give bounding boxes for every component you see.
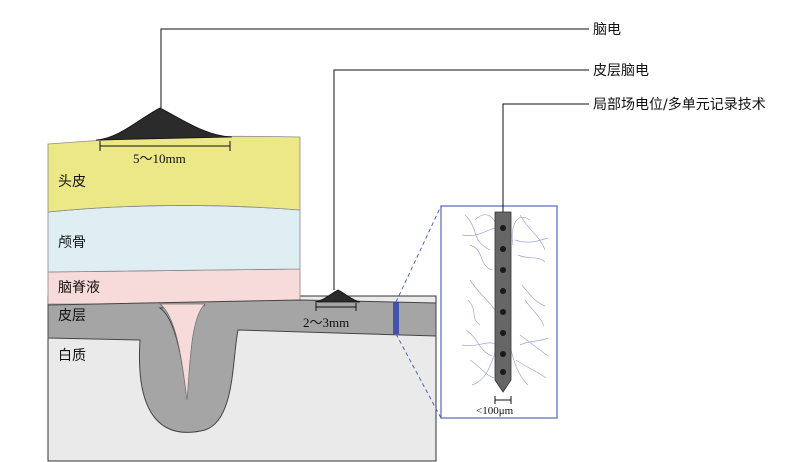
label-cortex: 皮层 xyxy=(58,308,86,324)
sulcus-csf xyxy=(158,303,207,401)
eeg-electrode xyxy=(95,107,233,141)
lfp-leader xyxy=(502,103,589,212)
eeg-measure-bar xyxy=(99,141,231,151)
label-csf: 脑脊液 xyxy=(58,280,100,296)
probe-shaft xyxy=(494,211,512,393)
zoom-line-top xyxy=(395,205,442,303)
probe-measure-bar xyxy=(494,396,512,404)
eeg-measure-label: 5～10mm xyxy=(133,151,186,166)
zoom-line-bottom xyxy=(395,333,442,419)
callout-ecog: 皮层脑电 xyxy=(593,63,649,79)
zoom-source-highlight xyxy=(393,302,399,334)
zoom-inset: <100μm xyxy=(440,205,558,419)
label-scalp: 头皮 xyxy=(58,174,86,190)
ecog-measure-label: 2～3mm xyxy=(303,315,349,330)
probe-measure-label: <100μm xyxy=(476,405,514,417)
eeg-leader xyxy=(160,28,589,108)
callout-lfp: 局部场电位/多单元记录技术 xyxy=(593,96,766,113)
ecog-electrode xyxy=(314,289,361,303)
tissue-block xyxy=(47,135,437,462)
probe-recording-sites xyxy=(500,225,506,375)
callout-eeg: 脑电 xyxy=(593,22,621,38)
ecog-leader xyxy=(333,69,589,290)
label-white-matter: 白质 xyxy=(58,348,86,364)
label-skull: 颅骨 xyxy=(58,235,86,251)
ecog-measure-bar xyxy=(315,303,357,311)
